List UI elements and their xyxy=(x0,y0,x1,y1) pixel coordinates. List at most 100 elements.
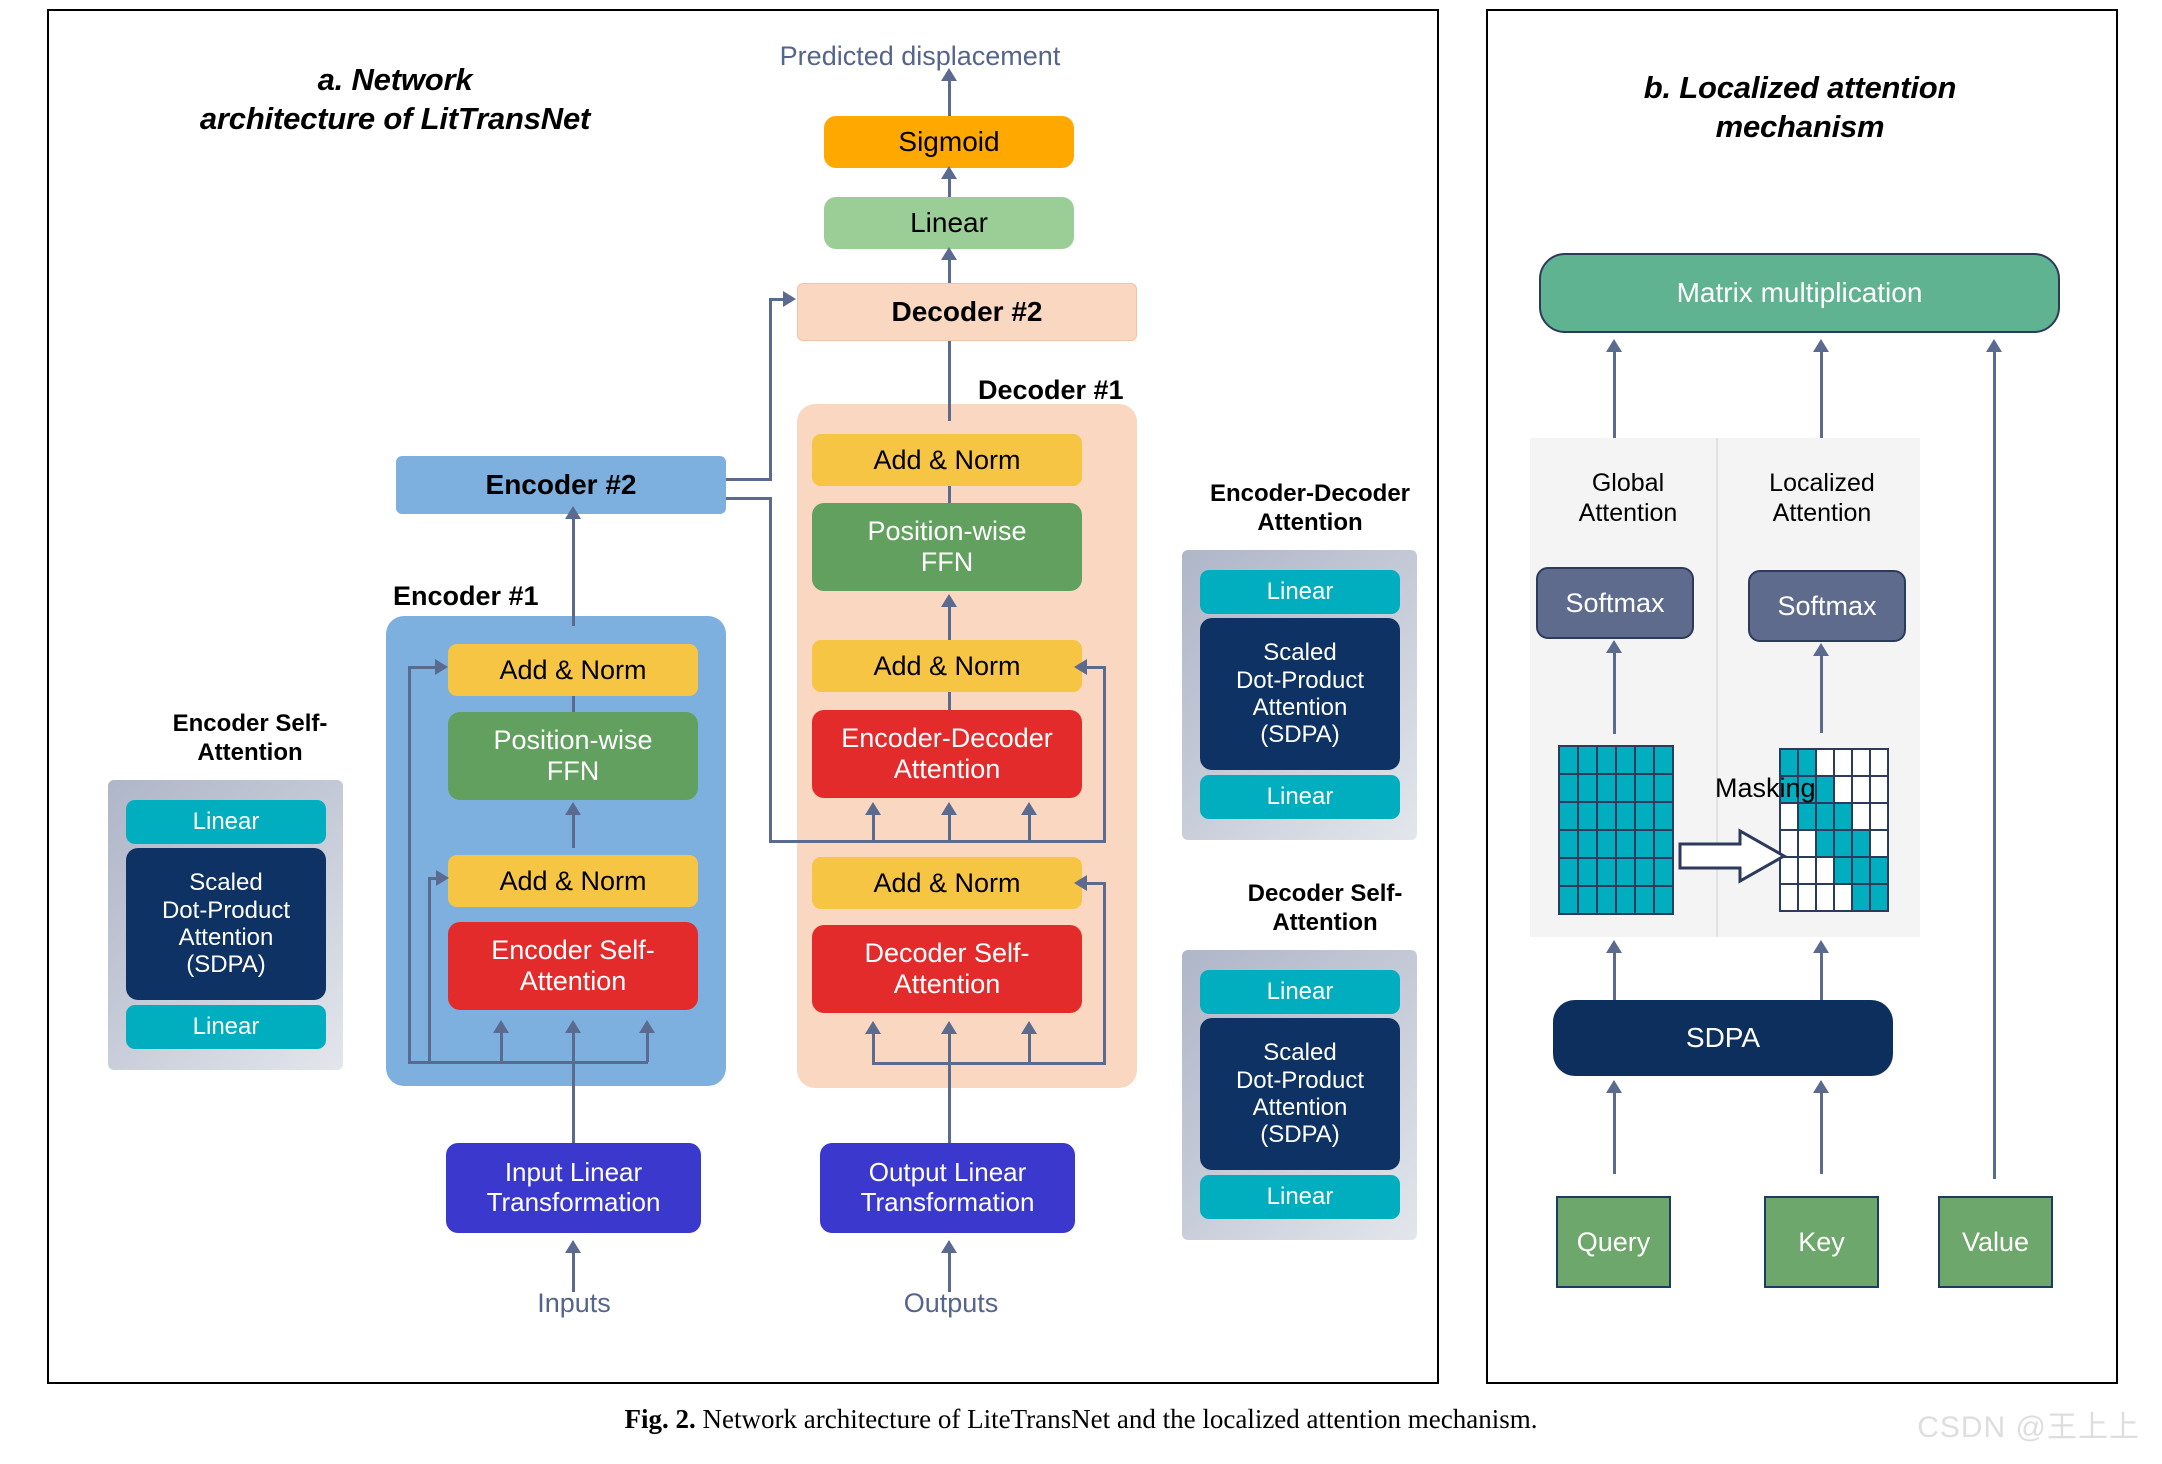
callout-decoder-self-attention-title: Decoder Self- Attention xyxy=(1180,880,1470,938)
arrow-enc-addnorm-bot-to-ffn xyxy=(572,812,575,848)
input-linear-line1: Input Linear xyxy=(504,1157,643,1188)
decoder-ffn-line1: Position-wise xyxy=(867,516,1027,547)
matrix-cell-5-1 xyxy=(1797,883,1817,912)
arrowhead-enc-residual-bot xyxy=(436,870,449,886)
decoder-self-attention: Decoder Self- Attention xyxy=(812,925,1082,1013)
matrix-cell-5-4 xyxy=(1851,883,1871,912)
arrow-sigmoid-to-output xyxy=(948,78,951,116)
dec-cross-in-mid-v xyxy=(948,812,951,842)
enc-residual-top-v xyxy=(408,666,411,1062)
matrix-cell-3-0 xyxy=(1558,829,1579,859)
arrow-dec-addnorm-mid-to-ffn xyxy=(948,604,951,640)
callout-dsa-sdpa-l1: Scaled xyxy=(1263,1039,1337,1067)
localized-attention-l2: Attention xyxy=(1772,499,1872,527)
callout-dsa-linear-top: Linear xyxy=(1200,970,1400,1014)
arrowhead-dec-self-in-mid xyxy=(941,1021,957,1034)
link-enc2-out-h3 xyxy=(726,497,772,500)
callout-esa-sdpa-l1: Scaled xyxy=(189,869,263,897)
matrix-cell-1-3 xyxy=(1615,773,1636,803)
matrix-cell-2-0 xyxy=(1558,801,1579,831)
panel-b-title-line1: b. Localized attention xyxy=(1643,70,1957,105)
value-box: Value xyxy=(1938,1196,2053,1288)
figure-caption-label: Fig. 2. xyxy=(624,1404,696,1434)
global-attention-l1: Global xyxy=(1591,469,1665,497)
dec-self-in-left-v xyxy=(872,1031,875,1063)
panel-a-title-line1: a. Network xyxy=(317,62,473,97)
arrowhead-dec-residual-cross xyxy=(1074,659,1087,675)
callout-eda-linear-bottom: Linear xyxy=(1200,775,1400,819)
enc-self-feed-v xyxy=(572,1061,575,1149)
dec-residual-self-h xyxy=(1086,882,1106,885)
callout-esa-sdpa-l2: Dot-Product xyxy=(161,896,291,924)
matrix-cell-0-2 xyxy=(1596,745,1617,775)
encoder-self-attention-line1: Encoder Self- xyxy=(491,935,655,966)
outputs-label: Outputs xyxy=(903,1288,999,1318)
arrow-sdpa-to-globalmtx xyxy=(1613,950,1616,1016)
arrow-value-to-mm xyxy=(1993,349,1996,1179)
callout-esa-linear-top: Linear xyxy=(126,800,326,844)
arrowhead-sdpa-to-globalmtx xyxy=(1606,940,1622,953)
link-dec-cross-to-addnorm-mid xyxy=(948,692,951,716)
matrix-cell-2-3 xyxy=(1615,801,1636,831)
panel-a-title-line2: architecture of LitTransNet xyxy=(199,101,591,137)
arrowhead-enc-self-in-right xyxy=(639,1020,655,1033)
matrix-cell-2-2 xyxy=(1815,802,1835,831)
arrow-query-to-sdpa xyxy=(1613,1090,1616,1174)
matrix-cell-1-0 xyxy=(1558,773,1579,803)
localized-attention-matrix xyxy=(1779,748,1889,912)
dec-self-feed-v xyxy=(948,1062,951,1150)
arrowhead-enc2-to-dec2 xyxy=(783,291,796,307)
decoder-ffn: Position-wise FFN xyxy=(812,503,1082,591)
enc-self-in-right-v xyxy=(646,1030,649,1062)
inputs-label: Inputs xyxy=(537,1288,611,1318)
callout-encoder-self-attention-title: Encoder Self- Attention xyxy=(105,710,395,768)
dec-residual-cross-h xyxy=(1086,666,1106,669)
softmax-localized-box: Softmax xyxy=(1748,570,1906,642)
arrowhead-sigmoid-to-output xyxy=(941,68,957,81)
arrowhead-enc-self-in-mid xyxy=(565,1020,581,1033)
matrix-cell-4-3 xyxy=(1615,857,1636,887)
matrix-cell-1-4 xyxy=(1634,773,1655,803)
enc-self-in-bus xyxy=(408,1061,648,1064)
callout-esa-sdpa: Scaled Dot-Product Attention (SDPA) xyxy=(126,848,326,1000)
enc-self-in-mid-v xyxy=(572,1030,575,1062)
matrix-cell-3-5 xyxy=(1869,829,1889,858)
matrix-cell-4-2 xyxy=(1815,856,1835,885)
callout-dsa-sdpa-l4: (SDPA) xyxy=(1260,1121,1340,1149)
matrix-cell-0-4 xyxy=(1634,745,1655,775)
callout-dsa-title-l1: Decoder Self- xyxy=(1247,880,1403,907)
attention-compare-divider xyxy=(1716,438,1718,937)
masking-label: Masking xyxy=(1715,773,1816,803)
dec-self-in-bus xyxy=(872,1062,1106,1065)
matrix-cell-5-2 xyxy=(1596,885,1617,915)
matrix-cell-0-1 xyxy=(1577,745,1598,775)
matrix-cell-3-1 xyxy=(1577,829,1598,859)
arrow-decoder2-to-linear xyxy=(948,257,951,283)
matrix-cell-4-0 xyxy=(1558,857,1579,887)
encoder-add-norm-top: Add & Norm xyxy=(448,644,698,696)
matrix-row xyxy=(1779,748,1889,777)
arrowhead-dec-self-in-right xyxy=(1021,1021,1037,1034)
arrow-dec1-to-dec2 xyxy=(948,341,951,421)
arrow-global-to-mm xyxy=(1613,349,1616,439)
arrow-globalmtx-to-softmax xyxy=(1613,650,1616,734)
matrix-cell-1-2 xyxy=(1815,775,1835,804)
matrix-cell-4-3 xyxy=(1833,856,1853,885)
matrix-cell-2-4 xyxy=(1851,802,1871,831)
callout-eda-sdpa: Scaled Dot-Product Attention (SDPA) xyxy=(1200,618,1400,770)
localized-attention-l1: Localized xyxy=(1769,469,1875,497)
enc-residual-bot-v xyxy=(428,877,431,1062)
arrowhead-dec-self-in-left xyxy=(865,1021,881,1034)
matrix-row xyxy=(1558,745,1674,775)
arrowhead-outputs xyxy=(941,1240,957,1253)
callout-dsa-linear-bottom: Linear xyxy=(1200,1175,1400,1219)
encoder-ffn: Position-wise FFN xyxy=(448,712,698,800)
matrix-multiplication-box: Matrix multiplication xyxy=(1539,253,2060,333)
matrix-cell-5-4 xyxy=(1634,885,1655,915)
matrix-cell-0-0 xyxy=(1558,745,1579,775)
watermark: CSDN @王上上 xyxy=(1917,1411,2140,1444)
query-box: Query xyxy=(1556,1196,1671,1288)
matrix-cell-3-4 xyxy=(1634,829,1655,859)
enc-residual-bot-h xyxy=(428,877,440,880)
